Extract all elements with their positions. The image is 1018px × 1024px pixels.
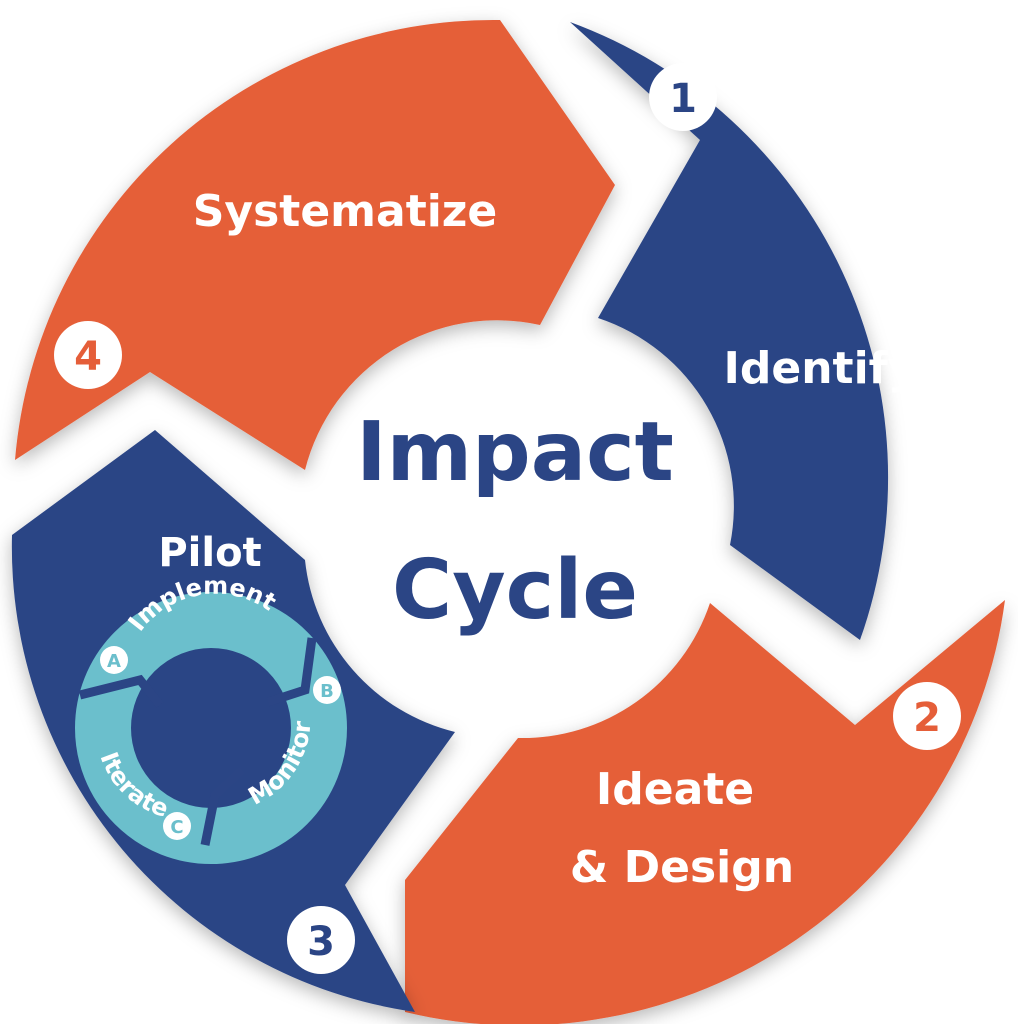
- label-design: & Design: [570, 842, 794, 893]
- segment-ideate-design: [405, 600, 1005, 1024]
- sub-cycle-divider-c: [200, 766, 246, 846]
- number-badge-3: 3: [287, 906, 355, 974]
- number-3: 3: [307, 919, 335, 965]
- letter-c: C: [170, 817, 183, 838]
- number-badge-1: 1: [649, 63, 717, 131]
- number-badge-4: 4: [54, 321, 122, 389]
- number-2: 2: [913, 695, 941, 741]
- letter-badge-c: C: [163, 812, 191, 840]
- letter-b: B: [320, 681, 334, 702]
- label-ideate: Ideate: [596, 764, 754, 815]
- segment-pilot: [11, 430, 455, 1012]
- number-4: 4: [74, 334, 102, 380]
- sub-cycle-divider-a: [78, 674, 164, 708]
- title-line-1: Impact: [356, 405, 674, 500]
- label-systematize: Systematize: [193, 186, 498, 237]
- label-identify: Identify: [724, 343, 917, 394]
- letter-badge-b: B: [313, 676, 341, 704]
- segment-identify: [570, 22, 889, 640]
- letter-badge-a: A: [100, 646, 128, 674]
- segment-systematize: [15, 19, 615, 471]
- title-line-2: Cycle: [392, 543, 638, 638]
- label-pilot: Pilot: [158, 530, 261, 576]
- letter-a: A: [107, 651, 121, 672]
- number-badge-2: 2: [893, 682, 961, 750]
- sub-cycle-divider-b: [266, 637, 317, 707]
- number-1: 1: [669, 76, 697, 122]
